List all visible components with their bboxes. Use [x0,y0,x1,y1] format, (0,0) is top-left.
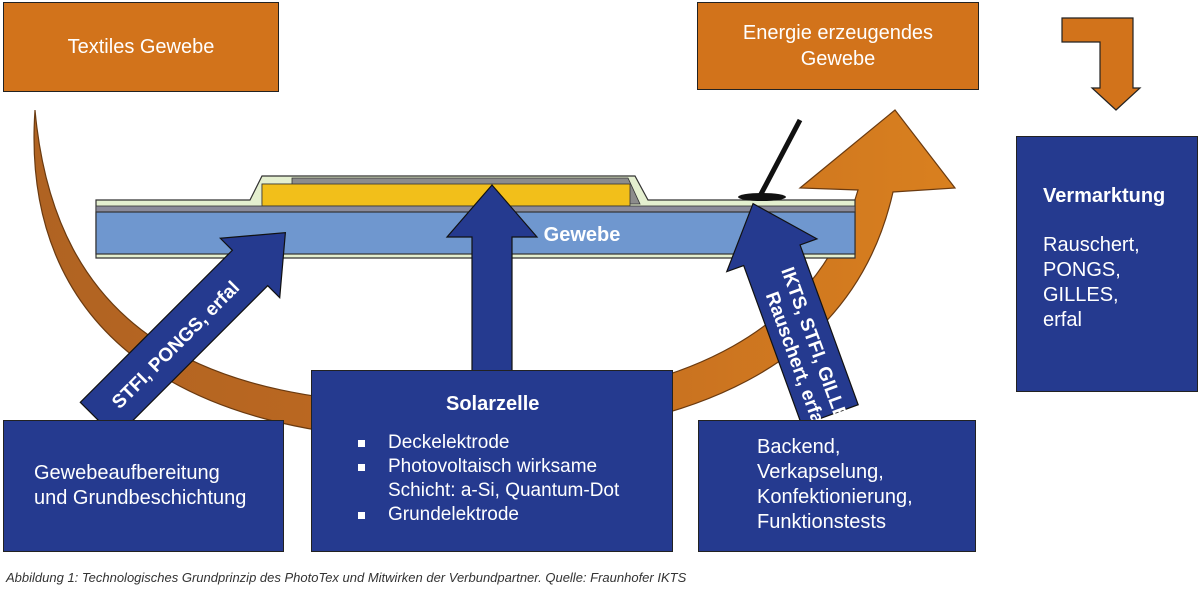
figure-caption: Abbildung 1: Technologisches Grundprinzi… [6,570,687,585]
solar-cell-list: Deckelektrode Photovoltaisch wirksame Sc… [350,431,672,527]
process-curve-arrow [33,109,957,441]
right-arrow [725,202,859,427]
backend-item: Funktionstests [757,511,886,533]
marketing-list: Rauschert, PONGS, GILLES, erfal [1043,233,1197,333]
fabric-label: Gewebe [544,224,621,246]
energy-fabric-label-1: Energie erzeugendes [742,22,934,44]
solar-cell-item: Grundelektrode [350,503,672,527]
textile-fabric-label: Textiles Gewebe [67,36,215,58]
energy-fabric-label-2: Gewebe [800,48,876,70]
solar-cell-item: Photovoltaisch wirksame Schicht: a-Si, Q… [350,455,658,503]
marketing-item: erfal [1043,309,1082,331]
solar-cell-title: Solarzelle [446,393,540,415]
photovoltaic-layer [261,183,631,207]
fabric-preparation-label-2: und Grundbeschichtung [34,487,247,509]
contact-pad [738,193,786,201]
backend-item: Konfektionierung, [757,486,913,508]
backend-box: Backend, Verkapselung, Konfektionierung,… [698,420,976,552]
marketing-item: PONGS, [1043,259,1121,281]
hook-arrow [1061,17,1142,111]
center-arrow [445,184,539,373]
marketing-item: GILLES, [1043,284,1119,306]
solar-cell-box: Solarzelle Deckelektrode Photovoltaisch … [311,370,673,552]
marketing-item: Rauschert, [1043,234,1140,256]
marketing-title: Vermarktung [1043,185,1166,207]
backend-item: Backend, [757,436,841,458]
solar-cell-item: Deckelektrode [350,431,672,455]
fabric-preparation-label-1: Gewebeaufbereitung [34,462,220,484]
fabric-preparation-box: Gewebeaufbereitung und Grundbeschichtung [3,420,284,552]
contact-wire [757,118,803,198]
energy-fabric-box: Energie erzeugendes Gewebe [697,2,979,90]
textile-fabric-box: Textiles Gewebe [3,2,279,92]
backend-list: Backend, Verkapselung, Konfektionierung,… [757,435,975,535]
marketing-box: Vermarktung Rauschert, PONGS, GILLES, er… [1016,136,1198,392]
backend-item: Verkapselung, [757,461,884,483]
